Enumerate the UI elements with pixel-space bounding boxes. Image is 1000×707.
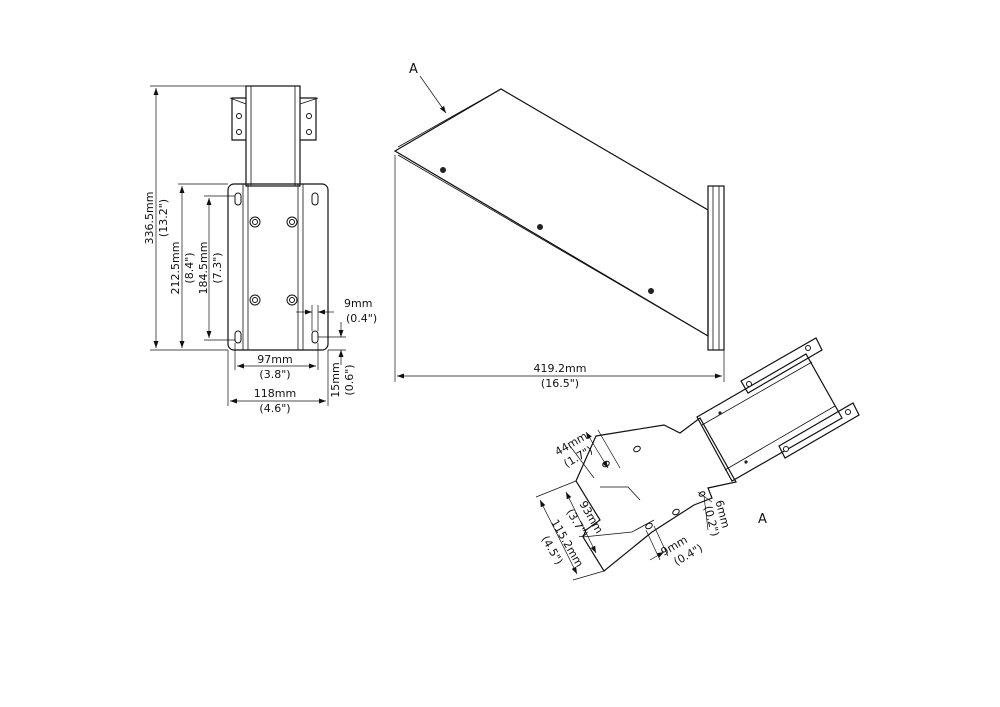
dim-118-mm: 118mm xyxy=(254,387,296,400)
slot-tl xyxy=(234,192,242,206)
side-view: A 419.2mm (16.5") xyxy=(393,62,725,390)
dim-plate-height-mm: 212.5mm xyxy=(169,242,182,295)
detail-view-label-a: A xyxy=(758,512,767,527)
dim-hole-spacing-mm: 184.5mm xyxy=(197,242,210,295)
slot-tr xyxy=(311,192,319,206)
detail-ear-2 xyxy=(778,402,860,459)
dim-419-mm: 419.2mm xyxy=(534,362,587,375)
dim-15-mm: 15mm xyxy=(329,362,342,397)
dim-plate-height-in: (8.4") xyxy=(183,252,196,283)
top-arm xyxy=(245,85,301,187)
dim-15-in: (0.6") xyxy=(343,364,356,395)
dim-total-height-mm: 336.5mm xyxy=(143,192,156,245)
detail-arm xyxy=(696,353,843,482)
dim-97-in: (3.8") xyxy=(259,368,290,381)
arm-body xyxy=(393,88,709,338)
dim-9-mm: 9mm xyxy=(344,297,372,310)
dim-97-mm: 97mm xyxy=(257,353,292,366)
left-ear xyxy=(231,97,246,141)
front-view: 336.5mm (13.2") 212.5mm (8.4") 184.5mm (… xyxy=(143,85,377,415)
dim-118-in: (4.6") xyxy=(259,402,290,415)
dim-hole-spacing-in: (7.3") xyxy=(211,252,224,283)
slot-br xyxy=(311,330,319,344)
wall-plate xyxy=(707,185,725,351)
detail-plate xyxy=(575,417,737,572)
dim-9-in: (0.4") xyxy=(346,312,377,325)
dim-total-height-in: (13.2") xyxy=(157,199,170,237)
right-ear xyxy=(300,97,317,141)
detail-ear-1 xyxy=(740,337,823,394)
slot-bl xyxy=(234,330,242,344)
dim-419-in: (16.5") xyxy=(541,377,579,390)
side-view-label-a: A xyxy=(409,62,418,77)
plate-channel xyxy=(242,183,304,351)
